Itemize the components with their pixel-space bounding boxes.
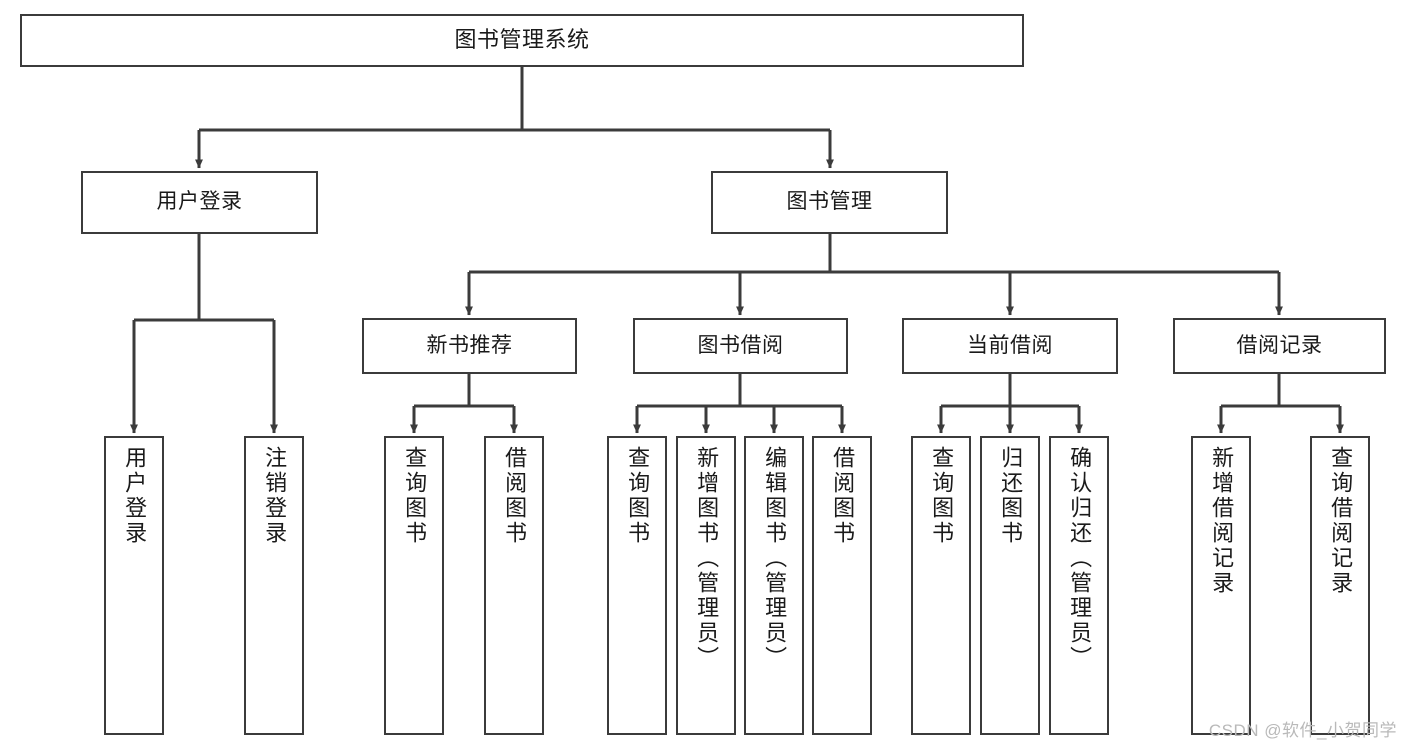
- csdn-watermark: CSDN @软件_小贺同学: [1208, 721, 1397, 740]
- leaf-edit-book-label: 编辑图书（管理员）: [762, 446, 788, 671]
- node-book-manage[interactable]: 图书管理: [711, 171, 948, 234]
- node-new-book-rec[interactable]: 新书推荐: [362, 318, 577, 374]
- leaf-user-login-label: 用户登录: [122, 446, 148, 546]
- node-new-book-rec-label: 新书推荐: [426, 333, 513, 357]
- leaf-edit-book[interactable]: 编辑图书（管理员）: [744, 436, 804, 735]
- node-user-login-label: 用户登录: [156, 190, 243, 214]
- leaf-add-book-label: 新增图书（管理员）: [694, 446, 720, 671]
- leaf-borrow-book-2-label: 借阅图书: [830, 446, 856, 546]
- leaf-query-book-3-label: 查询图书: [929, 446, 955, 546]
- leaf-logout-login[interactable]: 注销登录: [244, 436, 304, 735]
- leaf-query-book-3[interactable]: 查询图书: [911, 436, 971, 735]
- leaf-borrow-book-1[interactable]: 借阅图书: [484, 436, 544, 735]
- leaf-logout-login-label: 注销登录: [262, 446, 288, 546]
- leaf-confirm-return[interactable]: 确认归还（管理员）: [1049, 436, 1109, 735]
- leaf-query-record[interactable]: 查询借阅记录: [1310, 436, 1370, 735]
- leaf-query-book-1-label: 查询图书: [402, 446, 428, 546]
- leaf-add-book[interactable]: 新增图书（管理员）: [676, 436, 736, 735]
- leaf-query-book-1[interactable]: 查询图书: [384, 436, 444, 735]
- leaf-borrow-book-2[interactable]: 借阅图书: [812, 436, 872, 735]
- node-book-manage-label: 图书管理: [786, 190, 873, 214]
- leaf-return-book-label: 归还图书: [998, 446, 1024, 546]
- node-book-borrow-label: 图书借阅: [697, 333, 784, 357]
- node-borrow-record-label: 借阅记录: [1236, 333, 1323, 357]
- leaf-query-record-label: 查询借阅记录: [1328, 446, 1354, 596]
- node-current-borrow[interactable]: 当前借阅: [902, 318, 1118, 374]
- leaf-add-record[interactable]: 新增借阅记录: [1191, 436, 1251, 735]
- leaf-add-record-label: 新增借阅记录: [1209, 446, 1235, 596]
- leaf-confirm-return-label: 确认归还（管理员）: [1067, 446, 1093, 671]
- leaf-query-book-2[interactable]: 查询图书: [607, 436, 667, 735]
- node-book-borrow[interactable]: 图书借阅: [633, 318, 848, 374]
- node-root[interactable]: 图书管理系统: [20, 14, 1024, 67]
- leaf-query-book-2-label: 查询图书: [625, 446, 651, 546]
- node-root-label: 图书管理系统: [454, 27, 590, 53]
- leaf-borrow-book-1-label: 借阅图书: [502, 446, 528, 546]
- node-current-borrow-label: 当前借阅: [967, 333, 1053, 357]
- leaf-user-login[interactable]: 用户登录: [104, 436, 164, 735]
- node-borrow-record[interactable]: 借阅记录: [1173, 318, 1386, 374]
- node-user-login[interactable]: 用户登录: [81, 171, 318, 234]
- leaf-return-book[interactable]: 归还图书: [980, 436, 1040, 735]
